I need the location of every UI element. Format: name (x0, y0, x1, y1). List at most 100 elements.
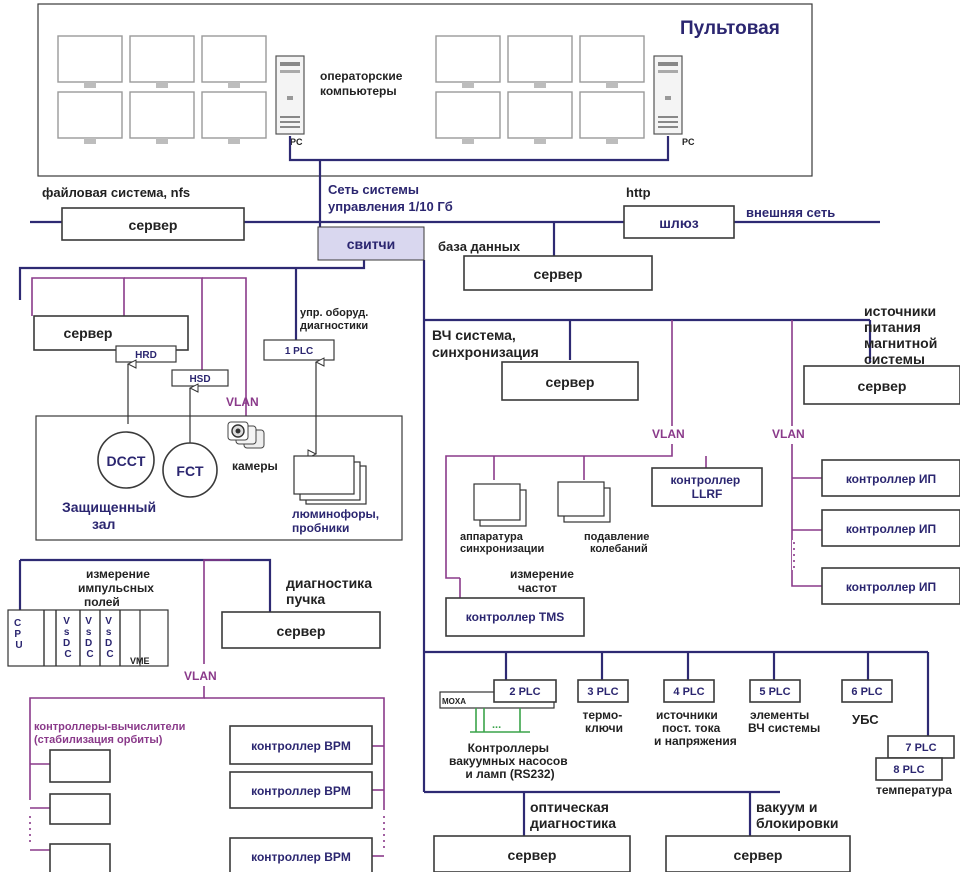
equipment-control-label: упр. оборуд. диагностики (300, 307, 371, 332)
plc7-label: 7 PLC (905, 742, 936, 754)
switch-label: свитчи (347, 236, 396, 252)
optical-diagnostics-label: оптическая диагностика (530, 799, 616, 831)
magnet-ps-server-box (803, 365, 960, 405)
llrf-controller-box (651, 467, 763, 507)
phosphors-label: люминофоры, пробники (292, 507, 382, 535)
sync-equipment-label: аппаратура синхронизации (460, 531, 544, 555)
beam-diagnostics-label: диагностика пучка (286, 575, 376, 607)
monitor-icon (507, 35, 573, 88)
plc5-box (749, 679, 801, 703)
file-system-label: файловая система, nfs (42, 185, 190, 200)
plc3-box (577, 679, 629, 703)
plc1-box (263, 339, 335, 361)
magnet-ps-label: источники питания магнитной системы (864, 303, 941, 367)
monitor-icon (57, 35, 123, 88)
plc8-label: 8 PLC (893, 764, 924, 776)
monitor-icon (579, 91, 645, 144)
orbit-vlan-lines (29, 559, 385, 857)
llrf-controller-label: контроллер LLRF (670, 473, 743, 501)
rf-system-label: ВЧ система, синхронизация (432, 327, 539, 360)
vsdc-label: V s D C (105, 616, 115, 660)
rf-vlan-lines (445, 320, 822, 598)
bpm-controller-box (229, 771, 373, 809)
plc5-label: 5 PLC (759, 686, 790, 698)
bpm-controller-box (229, 837, 373, 872)
ps-controller-box (821, 509, 960, 547)
monitor-icon (435, 35, 501, 88)
cpu-label: C P U (14, 618, 24, 651)
monitor-wall-left (57, 35, 267, 144)
monitor-icon (435, 91, 501, 144)
network-label: Сеть системы управления 1/10 Гб (328, 182, 453, 214)
plc6-label: 6 PLC (851, 686, 882, 698)
operator-computers-label: операторские компьютеры (320, 69, 406, 98)
pc-tower-icon-left (275, 55, 305, 135)
dc-sources-label: источники пост. тока и напряжения (654, 708, 737, 748)
camera-icon (227, 421, 265, 449)
plc6-box (841, 679, 893, 703)
hrd-server-label: сервер (64, 325, 113, 341)
gateway-label: шлюз (659, 215, 699, 231)
vsdc-label: V s D C (63, 616, 73, 660)
vacuum-server-box (665, 835, 851, 872)
moxa-label: MOXA (442, 697, 466, 706)
dcct-sensor (97, 431, 155, 489)
phosphor-screens-icon (293, 455, 367, 505)
hrd-label: HRD (135, 350, 157, 361)
hsd-label: HSD (189, 374, 210, 385)
vacuum-server-label: сервер (734, 847, 783, 863)
pc-label: PC (290, 137, 303, 147)
vme-crate (7, 609, 169, 667)
monitor-icon (507, 91, 573, 144)
bpm-controller-label: контроллер BPM (251, 739, 351, 753)
tms-controller-box (445, 597, 585, 637)
bpm-controller-label: контроллер BPM (251, 850, 351, 864)
monitor-icon (579, 35, 645, 88)
external-network-label: внешняя сеть (746, 205, 835, 220)
vacuum-interlock-label: вакуум и блокировки (756, 799, 839, 831)
bpm-controller-label: контроллер BPM (251, 784, 351, 798)
ps-controller-label: контроллер ИП (846, 580, 936, 594)
orbit-computer-box (49, 749, 111, 783)
plc1-label: 1 PLC (285, 346, 313, 357)
gateway-box (623, 205, 735, 239)
monitor-wall-right (435, 35, 645, 144)
database-label: база данных (438, 239, 521, 254)
hrd-server-box (33, 315, 189, 351)
optical-server-box (433, 835, 631, 872)
pc-tower-icon-right (653, 55, 683, 135)
temperature-label: температура (876, 783, 952, 797)
plc3-label: 3 PLC (587, 686, 618, 698)
plc4-label: 4 PLC (673, 686, 704, 698)
cameras-label: камеры (232, 459, 278, 473)
monitor-icon (129, 91, 195, 144)
vlan-label: VLAN (226, 395, 259, 409)
database-server-box (463, 255, 653, 291)
tms-controller-label: контроллер TMS (466, 610, 564, 624)
sync-equipment-icon (473, 483, 527, 527)
control-room-title: Пультовая (680, 18, 780, 39)
monitor-icon (129, 35, 195, 88)
ps-controller-box (821, 567, 960, 605)
hrd-box (115, 345, 177, 363)
ubs-label: УБС (852, 712, 879, 727)
monitor-icon (201, 35, 267, 88)
bpm-controller-box (229, 725, 373, 765)
fct-label: FCT (176, 463, 204, 479)
monitor-icon (57, 91, 123, 144)
rs232-dots: ... (492, 719, 501, 731)
orbit-controllers-label: контроллеры-вычислители (стабилизация ор… (34, 721, 189, 746)
vlan-label: VLAN (652, 427, 685, 441)
database-server-label: сервер (534, 266, 583, 282)
damping-label: подавление колебаний (584, 531, 652, 555)
http-label: http (626, 185, 651, 200)
pulse-fields-label: измерение импульсных полей (78, 567, 157, 609)
vacuum-controllers-label: Контроллеры вакуумных насосов и ламп (RS… (449, 741, 571, 781)
fct-sensor (162, 442, 218, 498)
plc2-label: 2 PLC (509, 686, 540, 698)
monitor-icon (201, 91, 267, 144)
rf-elements-label: элементы ВЧ системы (748, 708, 820, 735)
thermo-keys-label: термо- ключи (582, 708, 625, 735)
beam-diag-server-box (221, 611, 381, 649)
